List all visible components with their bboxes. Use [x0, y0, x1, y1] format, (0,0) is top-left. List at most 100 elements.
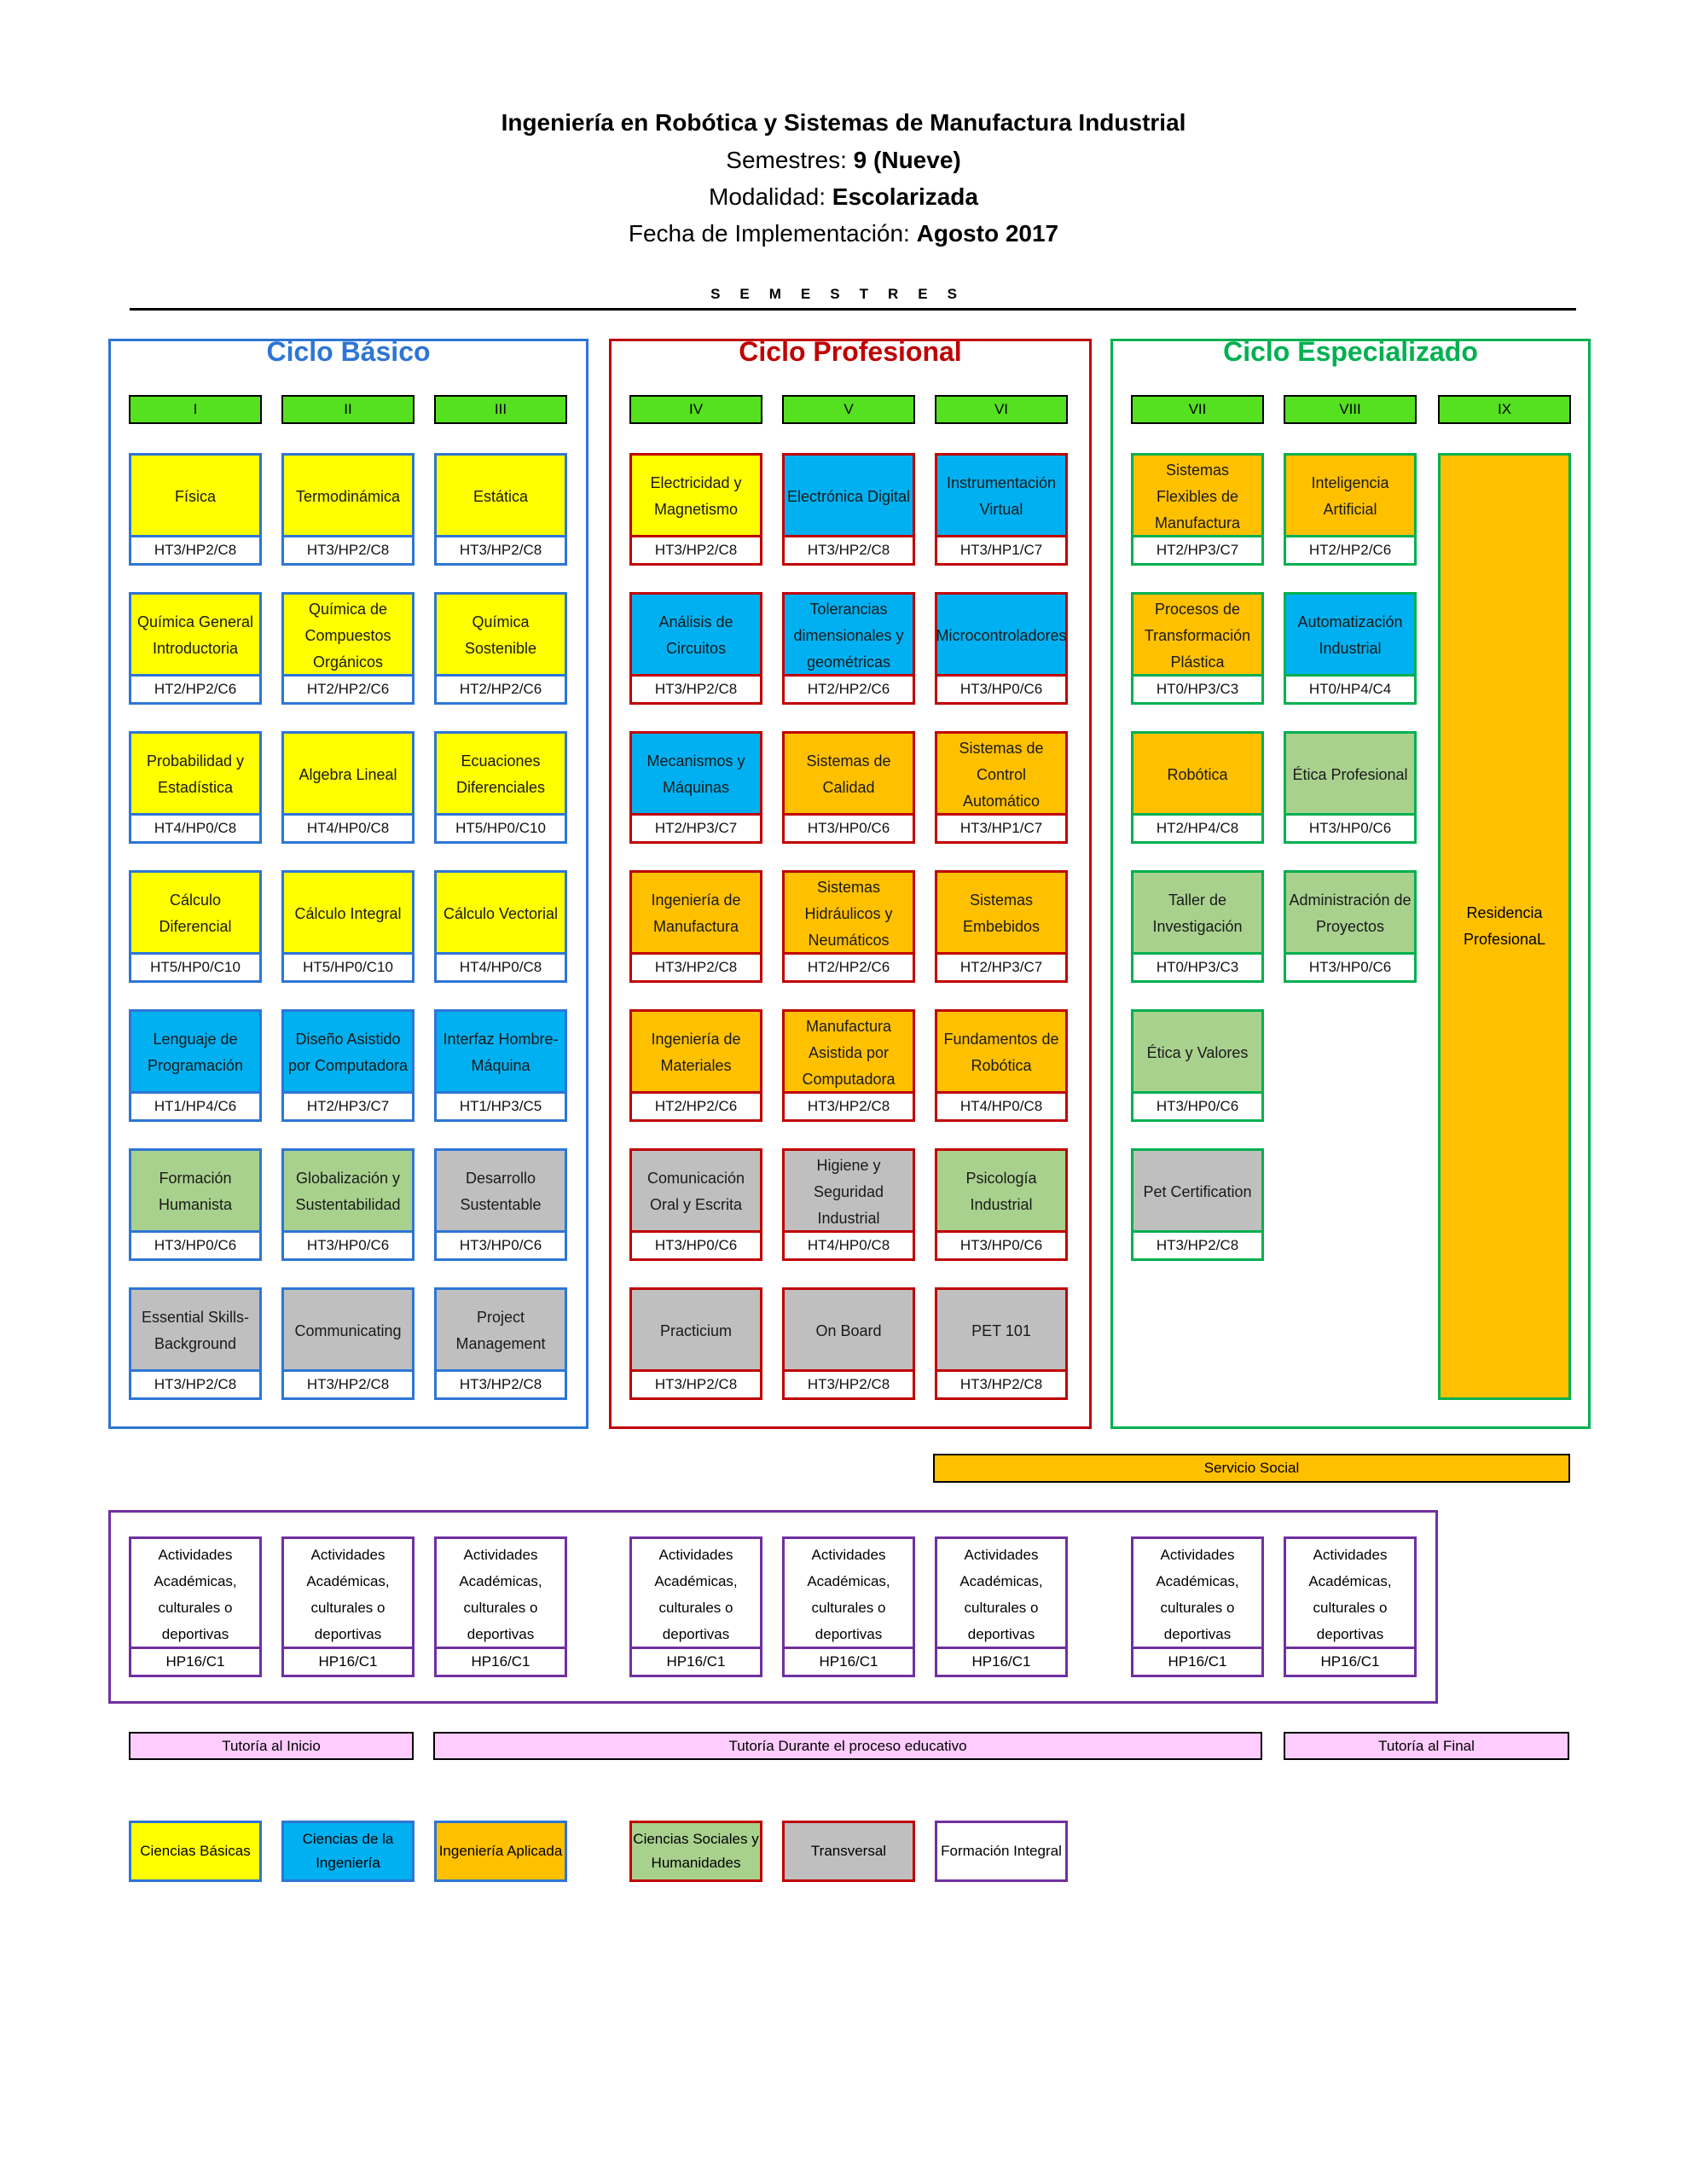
course-credits: HT3/HP0/C6 — [632, 1230, 760, 1258]
course-credits: HT3/HP2/C8 — [284, 1369, 412, 1397]
course-credits: HT2/HP2/C6 — [632, 1091, 760, 1119]
servicio-social-bar: Servicio Social — [933, 1454, 1570, 1483]
course-name: Termodinámica — [284, 456, 412, 537]
formacion-integral-frame — [108, 1510, 1438, 1704]
course-credits: HT3/HP0/C6 — [1286, 952, 1414, 980]
course-name: Física — [131, 456, 259, 537]
course-credits: HT3/HP0/C6 — [937, 1230, 1065, 1258]
course-name: Mecanismos y Máquinas — [632, 734, 760, 816]
course-name: Química Sostenible — [437, 595, 565, 677]
semester-label: IV — [629, 395, 762, 424]
course-credits: HT0/HP4/C4 — [1286, 674, 1414, 702]
activity-name: Actividades Académicas, culturales o dep… — [959, 1546, 1043, 1642]
course-name: Química de Compuestos Orgánicos — [284, 595, 412, 677]
course-name: PET 101 — [937, 1290, 1065, 1372]
program-title: Ingeniería en Robótica y Sistemas de Man… — [501, 109, 1186, 136]
activity-credits: HP16/C1 — [785, 1647, 913, 1675]
course-credits: HT4/HP0/C8 — [937, 1091, 1065, 1119]
course-credits: HT3/HP2/C8 — [632, 674, 760, 702]
course-credits: HT2/HP3/C7 — [1133, 535, 1261, 563]
modalidad-line: Modalidad: Escolarizada — [709, 183, 978, 210]
course-name: Pet Certification — [1133, 1151, 1261, 1233]
activity-credits: HP16/C1 — [1286, 1647, 1414, 1675]
semester-label: VII — [1131, 395, 1264, 424]
course-name: Algebra Lineal — [284, 734, 412, 816]
course-name: Lenguaje de Programación — [131, 1012, 259, 1094]
activity-credits: HP16/C1 — [632, 1647, 760, 1675]
activity-credits: HP16/C1 — [437, 1647, 565, 1675]
course-name: Manufactura Asistida por Computadora — [785, 1012, 913, 1094]
course-name: Ética Profesional — [1286, 734, 1414, 816]
activity-card: Actividades Académicas, culturales o dep… — [281, 1536, 415, 1677]
legend-label: Transversal — [810, 1843, 887, 1859]
course-name: Microcontroladores — [936, 595, 1067, 677]
semester-label: V — [782, 395, 915, 424]
course-name: Interfaz Hombre-Máquina — [437, 1012, 565, 1094]
legend-item-ingenieria: Ciencias de la Ingeniería — [281, 1821, 415, 1882]
course-name: Essential Skills-Background — [131, 1290, 259, 1372]
semestres-heading: SEMESTRES — [710, 286, 977, 302]
course-name: Comunicación Oral y Escrita — [632, 1151, 760, 1233]
course-name: Communicating — [284, 1290, 412, 1372]
tutoria-final-bar: Tutoría al Final — [1284, 1732, 1569, 1760]
legend-item-transversal: Transversal — [782, 1821, 915, 1882]
course-name: Análisis de Circuitos — [632, 595, 760, 677]
cycle-profesional: Ciclo Profesional — [609, 336, 1092, 1429]
course-credits: HT3/HP2/C8 — [284, 535, 412, 563]
course-credits: HT3/HP2/C8 — [1133, 1230, 1261, 1258]
legend-label: Formación Integral — [941, 1843, 1062, 1859]
activity-credits: HP16/C1 — [284, 1647, 412, 1675]
course-name: Practicium — [632, 1290, 760, 1372]
course-name: Electrónica Digital — [785, 456, 913, 537]
semester-label: III — [434, 395, 567, 424]
activity-credits: HP16/C1 — [937, 1647, 1065, 1675]
course-credits: HT3/HP2/C8 — [785, 1369, 913, 1397]
course-name: Ecuaciones Diferenciales — [437, 734, 565, 816]
activity-name: Actividades Académicas, culturales o dep… — [654, 1546, 738, 1642]
semestres-rule — [130, 308, 1576, 311]
course-name: Globalización y Sustentabilidad — [284, 1151, 412, 1233]
course-credits: HT4/HP0/C8 — [131, 813, 259, 841]
cycle-title: Ciclo Profesional — [739, 336, 962, 367]
course-credits: HT2/HP3/C7 — [284, 1091, 412, 1119]
semester-label: II — [281, 395, 415, 424]
course-name: Inteligencia Artificial — [1286, 456, 1414, 537]
course-name: Sistemas de Calidad — [785, 734, 913, 816]
course-name: Electricidad y Magnetismo — [632, 456, 760, 537]
course-name: Project Management — [437, 1290, 565, 1372]
legend-label: Ingeniería Aplicada — [438, 1843, 563, 1859]
tutoria-inicio-bar: Tutoría al Inicio — [129, 1732, 414, 1760]
course-name: Diseño Asistido por Computadora — [284, 1012, 412, 1094]
activity-card: Actividades Académicas, culturales o dep… — [434, 1536, 567, 1677]
activity-name: Actividades Académicas, culturales o dep… — [1308, 1546, 1392, 1642]
course-name: Psicología Industrial — [937, 1151, 1065, 1233]
course-credits: HT1/HP3/C5 — [437, 1091, 565, 1119]
course-credits: HT2/HP2/C6 — [437, 674, 565, 702]
course-name: Cálculo Diferencial — [131, 873, 259, 955]
